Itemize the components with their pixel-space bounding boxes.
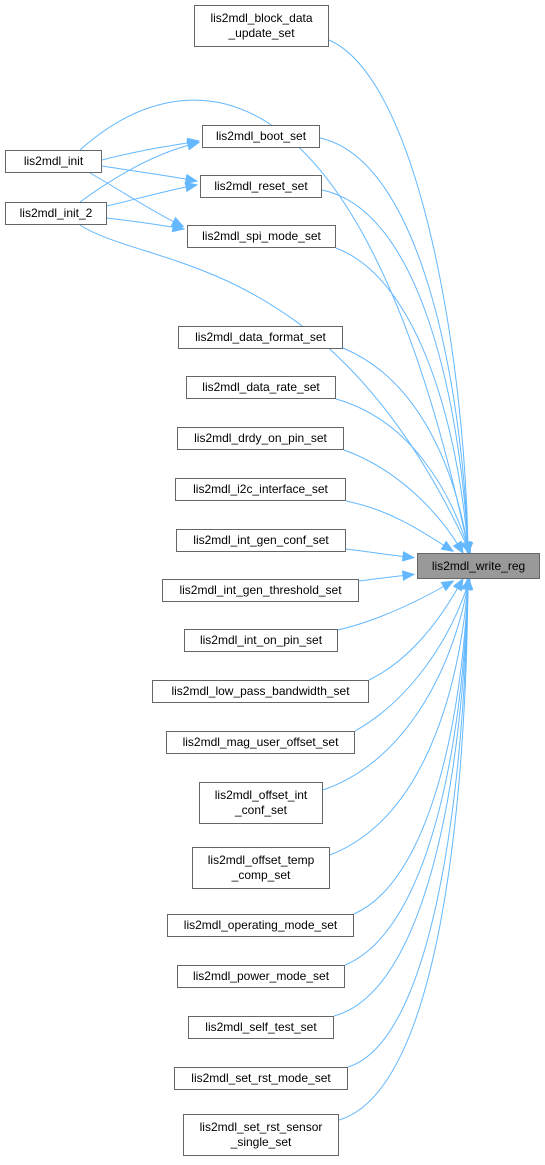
arrowhead [401, 570, 416, 581]
edge-line [79, 143, 194, 203]
edge-self-test-set-to-write-reg [333, 576, 474, 1017]
node-drdy-on-pin-set[interactable]: lis2mdl_drdy_on_pin_set [177, 427, 344, 450]
arrowhead [184, 173, 199, 185]
edge-line [344, 583, 469, 966]
edge-line [338, 583, 469, 1121]
edge-line [333, 583, 469, 1017]
edge-line [106, 185, 192, 207]
edge-mag-user-offset-set-to-write-reg [354, 577, 472, 732]
edge-line [321, 189, 469, 549]
edge-i2c-interface-set-to-write-reg [345, 500, 455, 552]
arrowhead [440, 580, 455, 592]
edge-line [337, 583, 449, 631]
node-low-pass-bandwidth-set[interactable]: lis2mdl_low_pass_bandwidth_set [152, 680, 369, 703]
edge-offset-temp-comp-set-to-write-reg [329, 576, 473, 856]
edge-line [79, 224, 469, 549]
edge-line [319, 137, 469, 549]
node-int-gen-threshold-set[interactable]: lis2mdl_int_gen_threshold_set [162, 579, 359, 602]
node-data-format-set[interactable]: lis2mdl_data_format_set [178, 326, 343, 349]
edge-line [353, 583, 469, 915]
edge-line [335, 247, 469, 549]
node-spi-mode-set[interactable]: lis2mdl_spi_mode_set [187, 225, 336, 248]
edge-line [354, 583, 469, 732]
node-set-rst-mode-set[interactable]: lis2mdl_set_rst_mode_set [174, 1067, 348, 1090]
edge-init-to-reset-set [101, 165, 199, 185]
node-boot-set[interactable]: lis2mdl_boot_set [202, 125, 320, 148]
node-block-data-update-set[interactable]: lis2mdl_block_data _update_set [194, 5, 329, 47]
edge-data-rate-set-to-write-reg [335, 398, 472, 555]
edge-line [335, 398, 469, 549]
edge-power-mode-set-to-write-reg [344, 576, 474, 966]
node-write-reg: lis2mdl_write_reg [417, 553, 540, 579]
edge-low-pass-bandwidth-set-to-write-reg [368, 577, 464, 681]
node-reset-set[interactable]: lis2mdl_reset_set [200, 175, 322, 198]
node-offset-temp-comp-set[interactable]: lis2mdl_offset_temp _comp_set [192, 847, 330, 889]
edge-int-gen-conf-set-to-write-reg [345, 548, 416, 562]
node-init[interactable]: lis2mdl_init [5, 150, 102, 173]
edge-line [343, 449, 461, 549]
edge-line [329, 583, 469, 856]
edge-spi-mode-set-to-write-reg [335, 247, 473, 556]
edge-set-rst-sensor-single-set-to-write-reg [338, 576, 474, 1121]
arrowhead [452, 577, 464, 592]
edge-int-gen-threshold-set-to-write-reg [358, 570, 416, 582]
edge-drdy-on-pin-set-to-write-reg [343, 449, 464, 555]
edge-init-2-to-boot-set [79, 140, 201, 203]
edge-line [328, 39, 469, 549]
edge-block-data-update-set-to-write-reg [328, 39, 474, 556]
edge-line [101, 165, 192, 181]
arrowhead [401, 551, 416, 562]
arrowhead [461, 541, 472, 555]
edge-line [345, 500, 449, 549]
edge-line [106, 217, 179, 229]
node-int-on-pin-set[interactable]: lis2mdl_int_on_pin_set [184, 629, 338, 652]
edge-line [345, 548, 409, 558]
edge-operating-mode-set-to-write-reg [353, 576, 473, 915]
edge-line [342, 347, 469, 549]
node-offset-int-conf-set[interactable]: lis2mdl_offset_int _conf_set [199, 782, 323, 824]
node-i2c-interface-set[interactable]: lis2mdl_i2c_interface_set [175, 478, 346, 501]
edge-line [101, 141, 194, 161]
edge-line [322, 583, 469, 791]
node-operating-mode-set[interactable]: lis2mdl_operating_mode_set [167, 914, 354, 937]
arrowhead [171, 221, 186, 233]
arrowhead [184, 181, 199, 193]
node-data-rate-set[interactable]: lis2mdl_data_rate_set [186, 376, 336, 399]
node-set-rst-sensor-single-set[interactable]: lis2mdl_set_rst_sensor _single_set [183, 1114, 339, 1156]
node-init-2[interactable]: lis2mdl_init_2 [5, 202, 107, 225]
edge-line [368, 583, 461, 681]
edge-line [358, 574, 409, 582]
node-int-gen-conf-set[interactable]: lis2mdl_int_gen_conf_set [176, 529, 346, 552]
edge-int-on-pin-set-to-write-reg [337, 580, 455, 631]
node-self-test-set[interactable]: lis2mdl_self_test_set [188, 1016, 334, 1039]
node-power-mode-set[interactable]: lis2mdl_power_mode_set [177, 965, 345, 988]
arrowhead [462, 576, 474, 590]
arrowhead [452, 540, 464, 555]
arrowhead [440, 540, 455, 552]
edge-init-2-to-reset-set [106, 181, 199, 207]
node-mag-user-offset-set[interactable]: lis2mdl_mag_user_offset_set [166, 731, 355, 754]
edge-init-2-to-spi-mode-set [106, 217, 186, 233]
arrowhead [186, 140, 201, 151]
edge-init-to-boot-set [101, 137, 201, 161]
edge-line [347, 583, 469, 1068]
